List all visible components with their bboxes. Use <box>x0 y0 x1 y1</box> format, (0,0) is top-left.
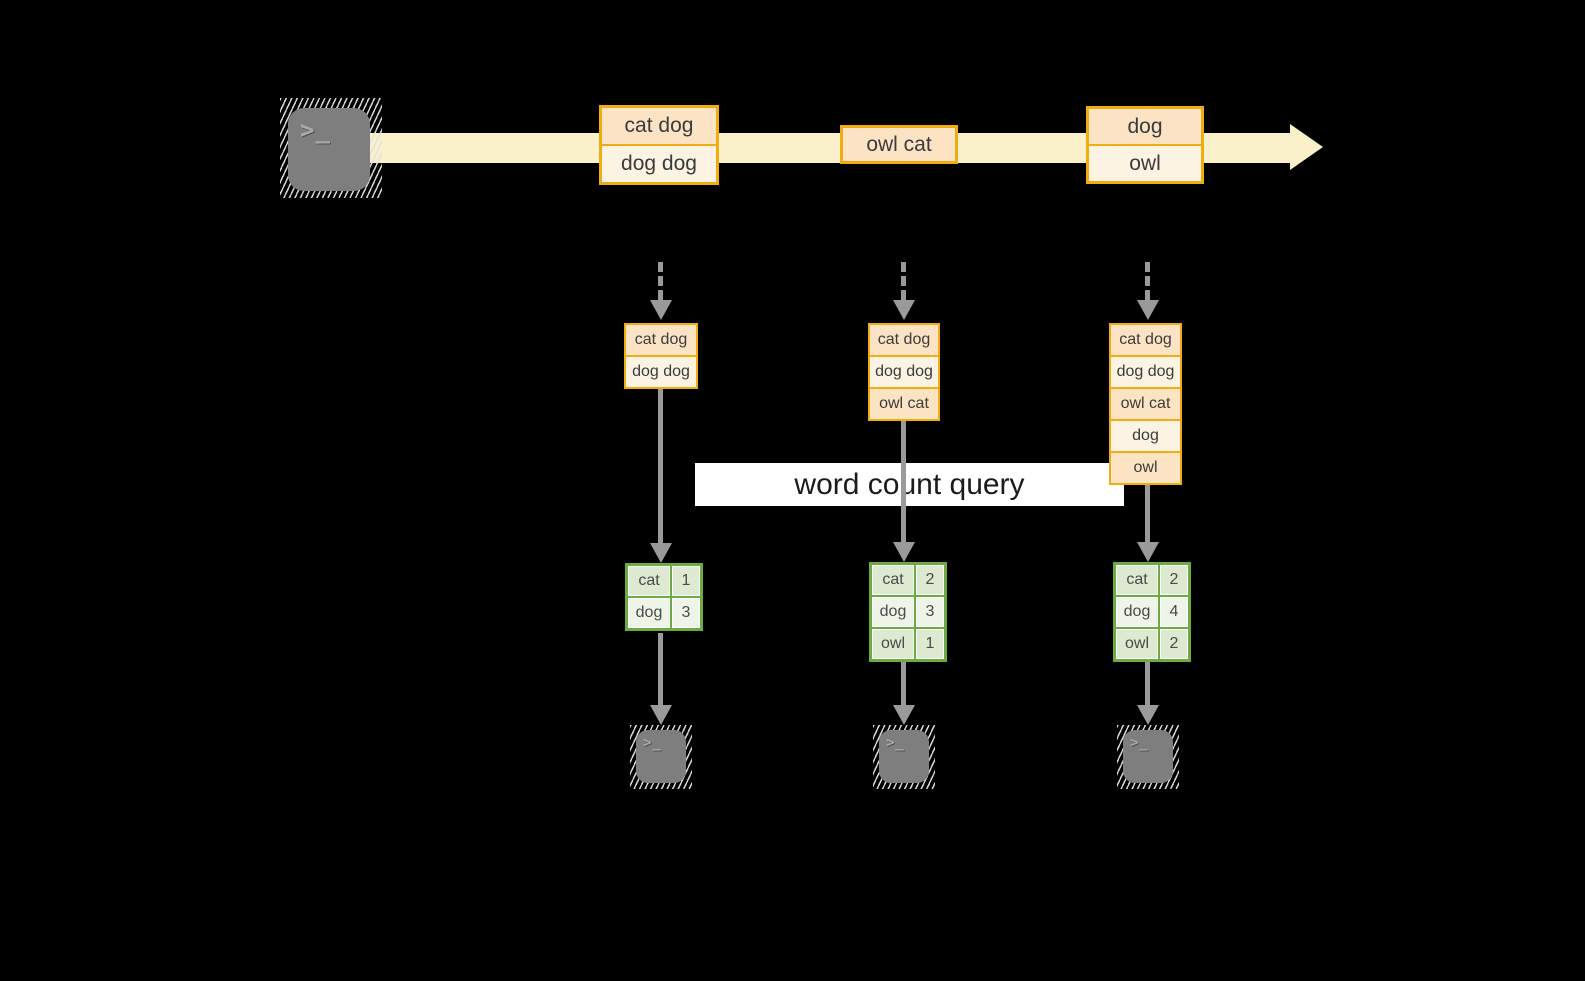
query-arrow <box>1145 485 1150 542</box>
source-terminal-icon: >_ <box>280 98 382 198</box>
event-line: dog dog <box>870 357 938 387</box>
stream-event-1: cat dog dog dog <box>599 105 719 185</box>
terminal-prompt-icon: >_ <box>643 735 662 751</box>
word-cell: dog <box>1116 597 1158 627</box>
count-cell: 2 <box>1160 565 1188 595</box>
word-cell: owl <box>872 629 914 659</box>
event-line: dog dog <box>602 146 716 182</box>
dashed-arrowhead-icon <box>1137 300 1159 320</box>
arrowhead-icon <box>650 543 672 563</box>
output-arrow <box>658 633 663 705</box>
dashed-arrow <box>658 262 663 300</box>
arrowhead-icon <box>1137 705 1159 725</box>
output-arrow <box>1145 662 1150 705</box>
event-line: dog dog <box>1111 357 1180 387</box>
terminal-screen: >_ <box>1123 730 1173 783</box>
event-line: cat dog <box>602 108 716 144</box>
event-line: cat dog <box>626 325 696 355</box>
terminal-prompt-icon: >_ <box>1130 735 1149 751</box>
query-banner-label: word count query <box>794 467 1025 501</box>
count-cell: 2 <box>916 565 944 595</box>
event-line: owl cat <box>1111 389 1180 419</box>
terminal-prompt-icon: >_ <box>886 735 905 751</box>
word-cell: dog <box>628 598 670 628</box>
word-cell: dog <box>872 597 914 627</box>
word-cell: owl <box>1116 629 1158 659</box>
output-arrow <box>901 662 906 705</box>
count-cell: 2 <box>1160 629 1188 659</box>
event-line: dog <box>1111 421 1180 451</box>
count-table-3: cat 2 dog 4 owl 2 <box>1113 562 1191 662</box>
stream-arrowhead-icon <box>1290 124 1323 170</box>
event-line: owl <box>1111 453 1180 483</box>
consumer-terminal-icon-1: >_ <box>630 725 692 789</box>
count-cell: 1 <box>916 629 944 659</box>
consumer-terminal-icon-3: >_ <box>1117 725 1179 789</box>
arrowhead-icon <box>893 542 915 562</box>
accumulated-events-2: cat dog dog dog owl cat <box>868 323 940 421</box>
dashed-arrow <box>1145 262 1150 300</box>
event-line: owl <box>1089 146 1201 181</box>
event-line: cat dog <box>1111 325 1180 355</box>
query-arrow <box>901 421 906 542</box>
event-line: owl cat <box>843 128 955 161</box>
terminal-prompt-icon: >_ <box>300 116 331 144</box>
count-table-2: cat 2 dog 3 owl 1 <box>869 562 947 662</box>
terminal-screen: >_ <box>879 730 929 783</box>
dashed-arrowhead-icon <box>650 300 672 320</box>
terminal-screen: >_ <box>288 108 370 191</box>
event-line: cat dog <box>870 325 938 355</box>
word-cell: cat <box>628 566 670 596</box>
arrowhead-icon <box>893 705 915 725</box>
stream-event-2: owl cat <box>840 125 958 164</box>
count-cell: 1 <box>672 566 700 596</box>
word-cell: cat <box>872 565 914 595</box>
count-cell: 4 <box>1160 597 1188 627</box>
consumer-terminal-icon-2: >_ <box>873 725 935 789</box>
arrowhead-icon <box>650 705 672 725</box>
accumulated-events-1: cat dog dog dog <box>624 323 698 389</box>
event-line: owl cat <box>870 389 938 419</box>
dashed-arrow <box>901 262 906 300</box>
event-line: dog dog <box>626 357 696 387</box>
word-cell: cat <box>1116 565 1158 595</box>
query-arrow <box>658 389 663 545</box>
query-banner: word count query <box>695 463 1124 506</box>
count-cell: 3 <box>672 598 700 628</box>
arrowhead-icon <box>1137 542 1159 562</box>
stream-event-3: dog owl <box>1086 106 1204 184</box>
dashed-arrowhead-icon <box>893 300 915 320</box>
accumulated-events-3: cat dog dog dog owl cat dog owl <box>1109 323 1182 485</box>
count-cell: 3 <box>916 597 944 627</box>
event-line: dog <box>1089 109 1201 144</box>
terminal-screen: >_ <box>636 730 686 783</box>
count-table-1: cat 1 dog 3 <box>625 563 703 631</box>
